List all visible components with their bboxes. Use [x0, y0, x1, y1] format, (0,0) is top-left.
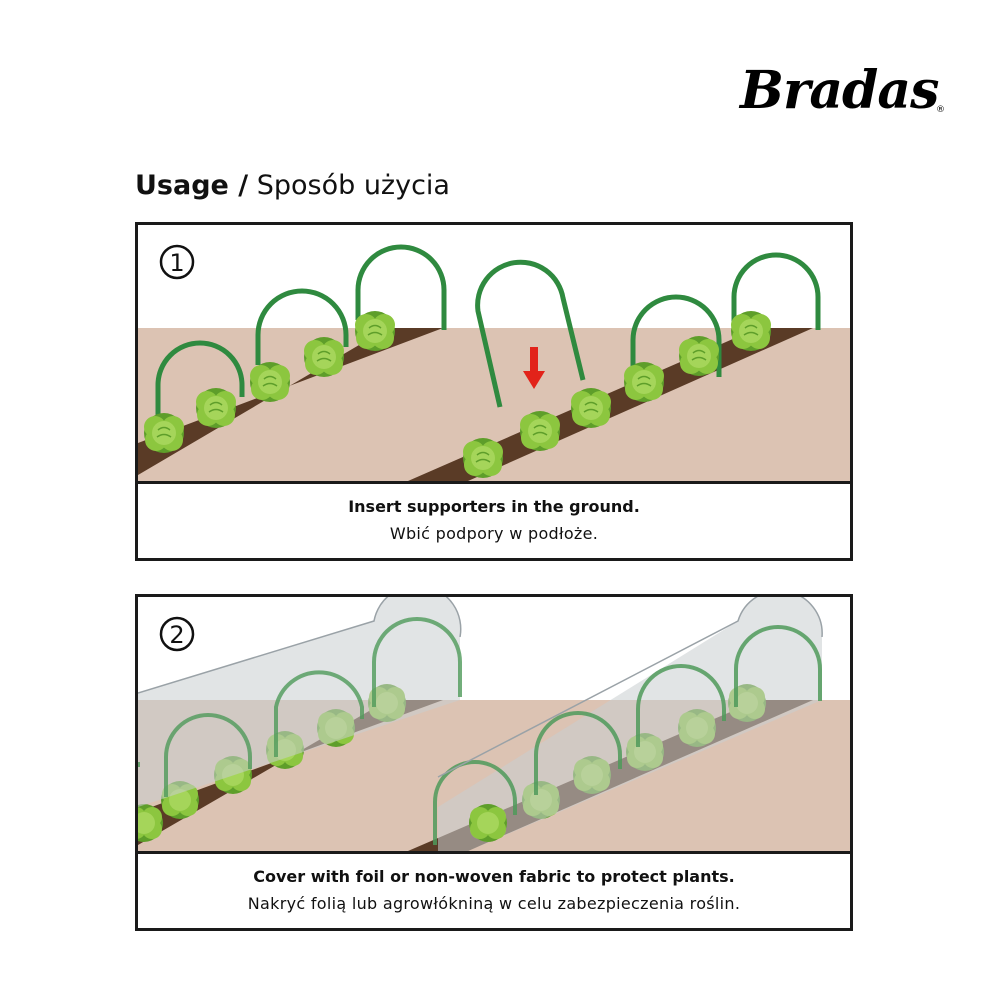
page-title-english: Usage / [135, 170, 249, 201]
step-2-panel: 2 Cover with foil or non-woven fabric to… [135, 594, 853, 931]
step-1-illustration: 1 [138, 225, 850, 481]
step-1-caption-english: Insert supporters in the ground. [348, 497, 640, 516]
step-2-caption-english: Cover with foil or non-woven fabric to p… [253, 867, 735, 886]
hoop-icon [475, 259, 586, 408]
down-arrow-icon [523, 347, 545, 389]
step-1-caption: Insert supporters in the ground. Wbić po… [138, 481, 850, 558]
step-1-panel: 1 Insert supporters in the ground. Wbić … [135, 222, 853, 561]
hoop-icon [630, 252, 821, 377]
foil-tunnel [433, 597, 823, 851]
brand-logo: Bradas ® [738, 60, 945, 120]
page-title: Usage / Sposób użycia [135, 170, 450, 201]
brand-name: Bradas [738, 60, 939, 120]
lettuce-icon [469, 804, 507, 842]
svg-text:2: 2 [169, 621, 184, 649]
foil-tunnel [138, 597, 462, 807]
step-2-caption: Cover with foil or non-woven fabric to p… [138, 851, 850, 928]
registered-mark: ® [936, 105, 945, 115]
step-2-caption-polish: Nakryć folią lub agrowłókniną w celu zab… [247, 894, 741, 913]
step-2-illustration: 2 [138, 597, 850, 853]
step-2-number-badge: 2 [159, 616, 195, 652]
step-1-number-badge: 1 [159, 244, 195, 280]
hoop-icon [155, 244, 447, 415]
page-title-polish: Sposób użycia [256, 170, 450, 201]
svg-text:1: 1 [169, 249, 184, 277]
step-1-caption-polish: Wbić podpory w podłoże. [389, 524, 599, 543]
